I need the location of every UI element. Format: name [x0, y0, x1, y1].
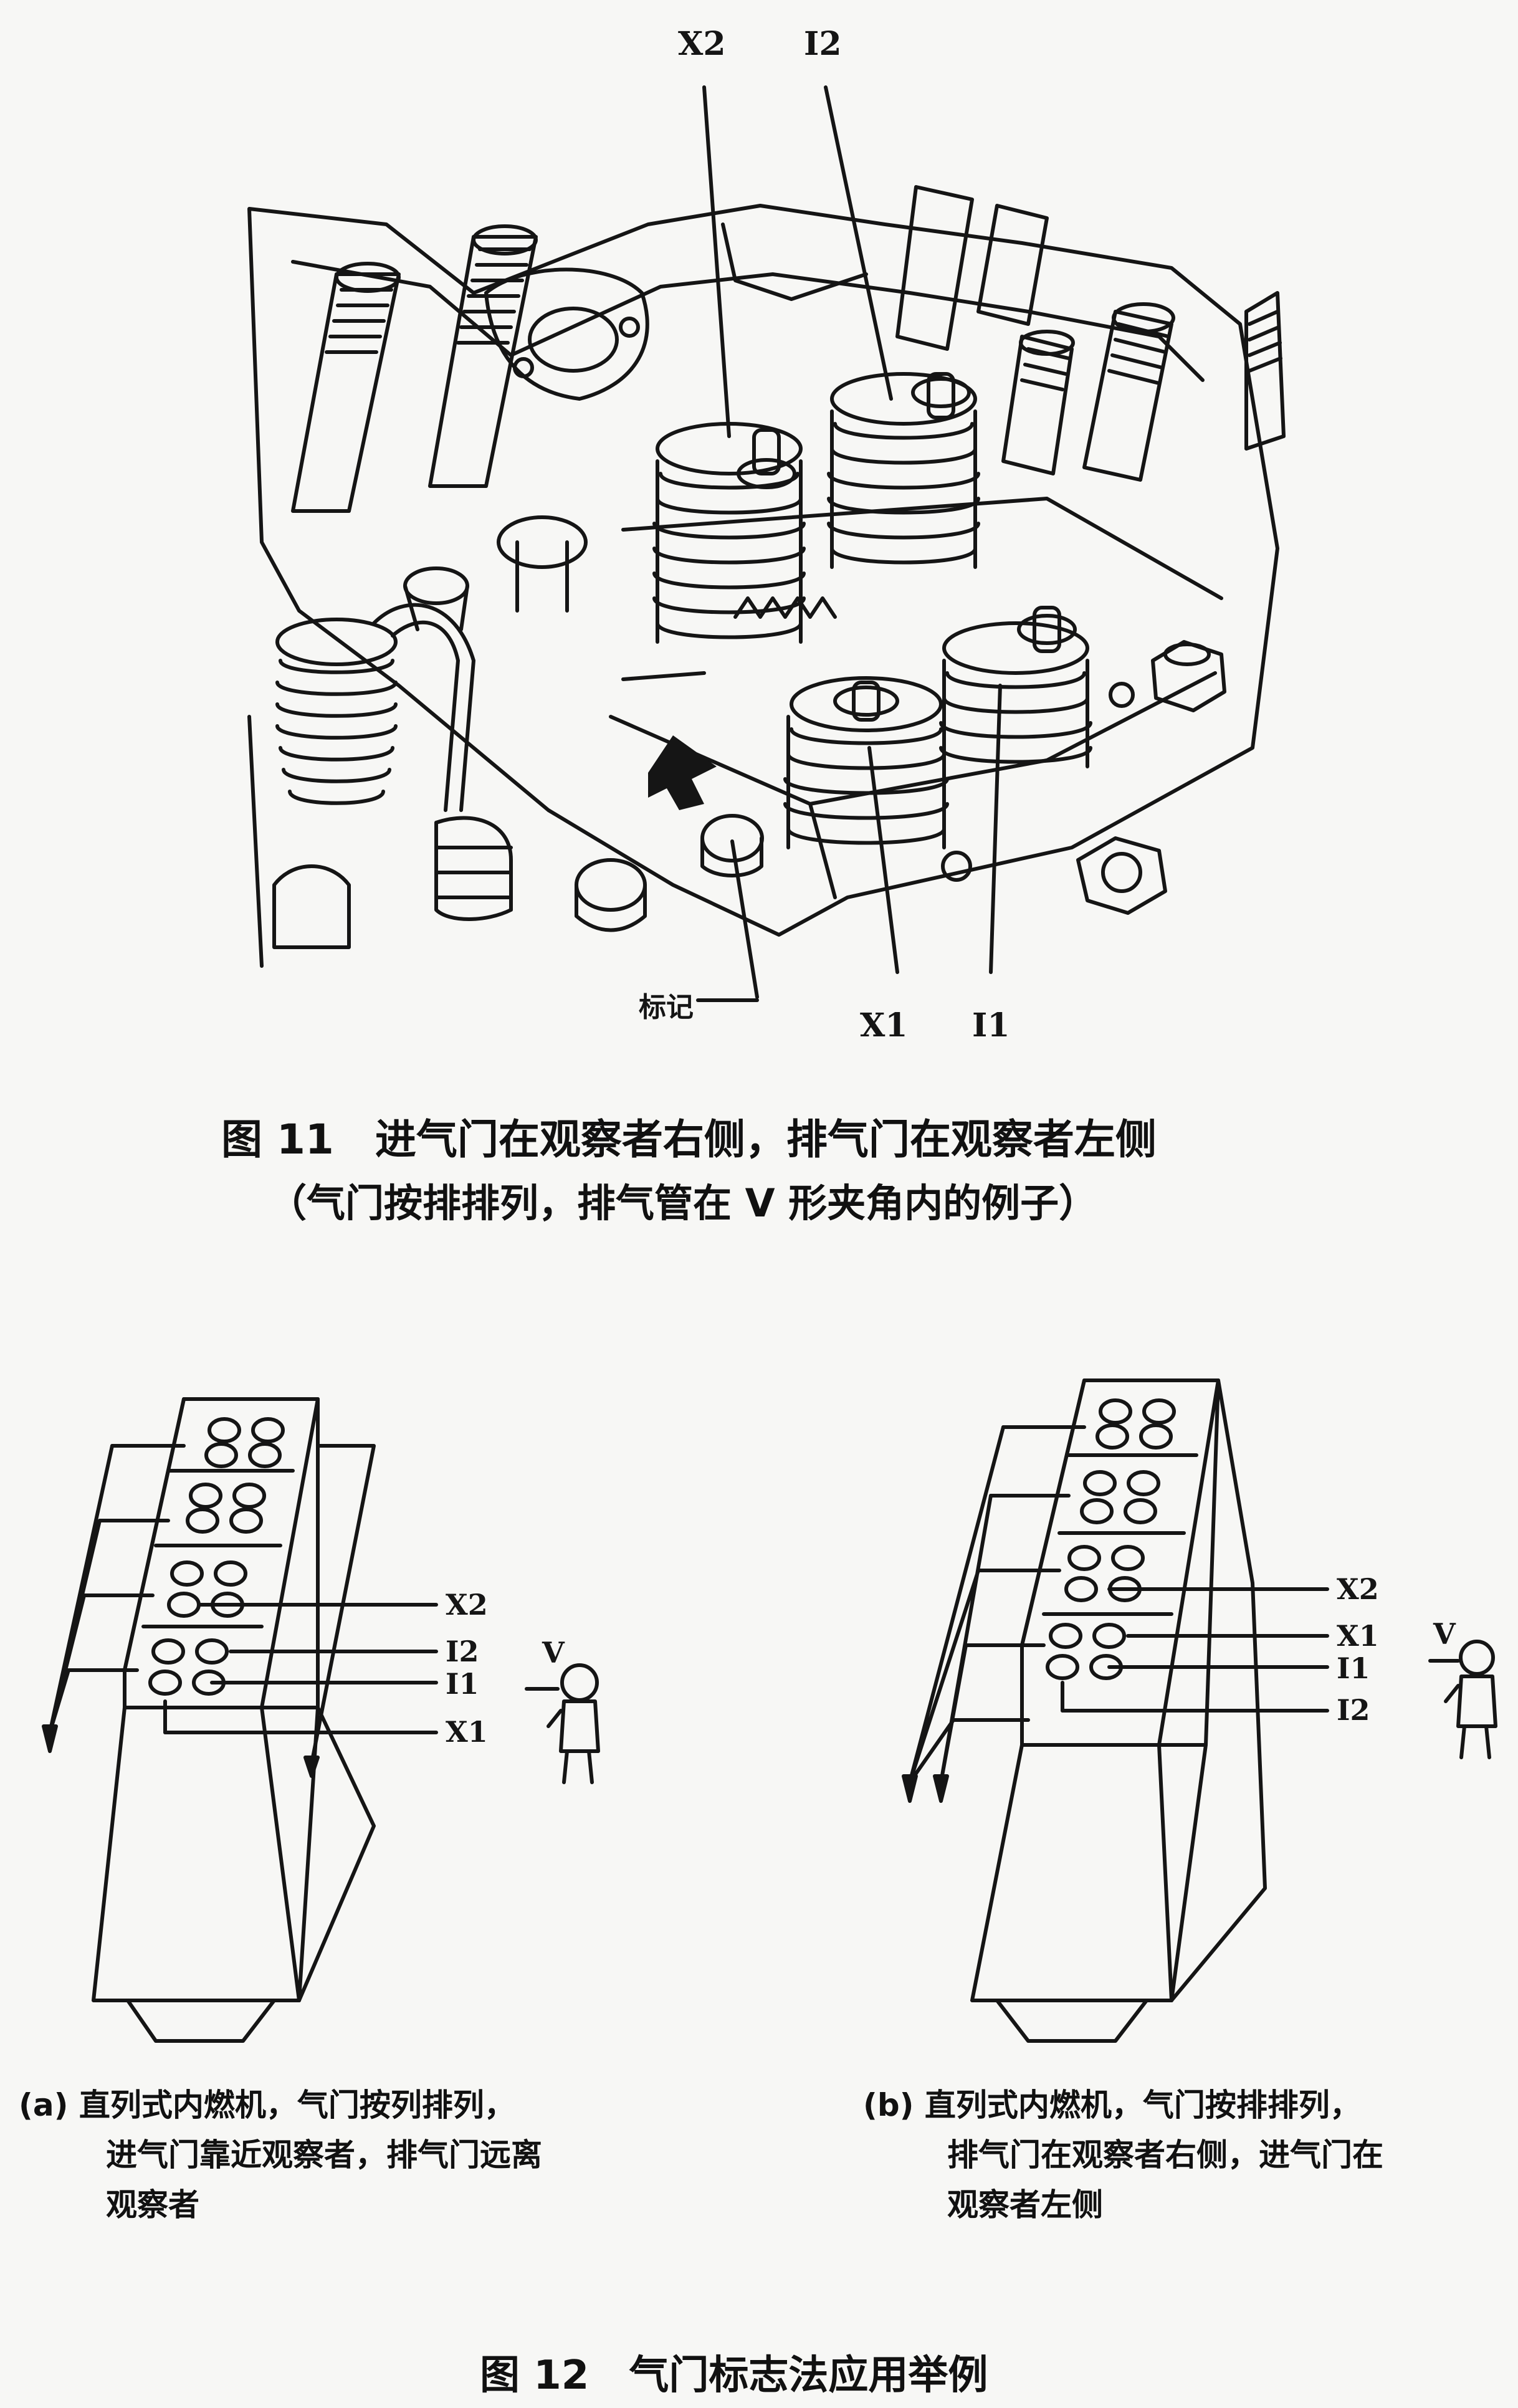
- label-i2-fig11: I2: [804, 25, 842, 63]
- figure-12b-caption-line1: (b) 直列式内燃机，气门按排排列，: [863, 2087, 1361, 2123]
- figure-11-caption: 图 11 进气门在观察者右侧，排气门在观察者左侧: [221, 1116, 1157, 1163]
- label-x2-fig11: X2: [678, 25, 726, 63]
- label-x2-fig12a: X2: [446, 1588, 488, 1622]
- label-i1-fig12b: I1: [1337, 1651, 1370, 1685]
- figure-12b-caption-line2: 排气门在观察者右侧，进气门在: [947, 2137, 1383, 2173]
- label-i1-fig11: I1: [972, 1006, 1010, 1044]
- label-x1-fig11: X1: [860, 1006, 908, 1044]
- figure-12a-caption-line2: 进气门靠近观察者，排气门远离: [106, 2137, 542, 2173]
- label-x1-fig12a: X1: [446, 1715, 488, 1749]
- label-i1-fig12a: I1: [446, 1667, 479, 1701]
- label-mark-fig11: 标记: [639, 991, 694, 1023]
- figure-12a-caption-line3: 观察者: [106, 2187, 199, 2223]
- figure-12b-caption-line3: 观察者左侧: [947, 2187, 1103, 2223]
- cylinder-head-drawing: [247, 85, 1286, 1002]
- label-v-fig12a: V: [542, 1636, 565, 1670]
- label-x2-fig12b: X2: [1337, 1572, 1379, 1606]
- label-i2-fig12b: I2: [1337, 1693, 1370, 1727]
- figure-12a-caption-line1: (a) 直列式内燃机，气门按列排列，: [19, 2087, 515, 2123]
- figure-12-caption: 图 12 气门标志法应用举例: [480, 2353, 988, 2399]
- label-x1-fig12b: X1: [1337, 1619, 1379, 1653]
- figure-11-subcaption: （气门按排排列，排气管在 V 形夹角内的例子）: [268, 1180, 1098, 1226]
- label-i2-fig12a: I2: [446, 1635, 479, 1668]
- label-v-fig12b: V: [1433, 1617, 1456, 1651]
